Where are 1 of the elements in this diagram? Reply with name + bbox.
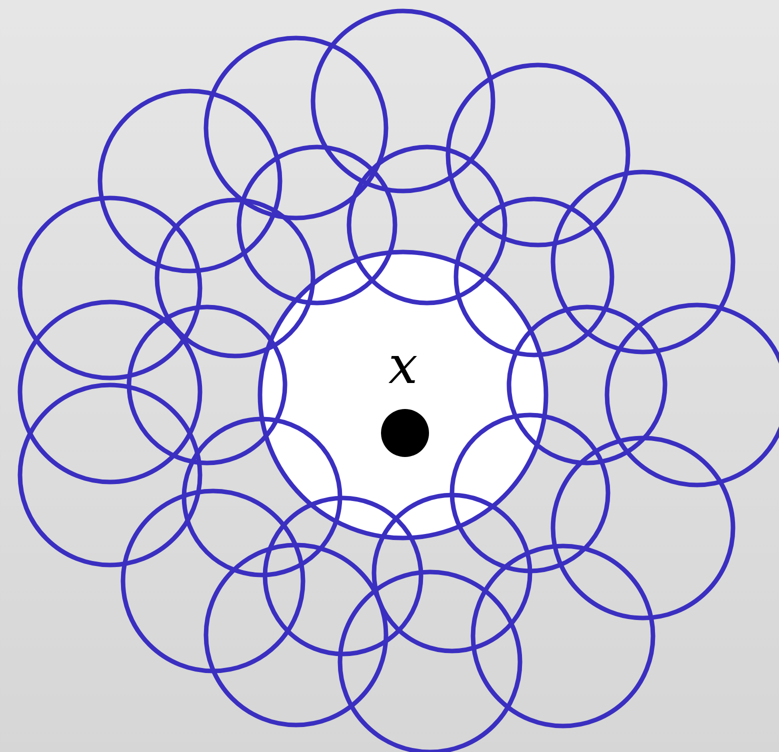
point-label: x [387,336,419,396]
